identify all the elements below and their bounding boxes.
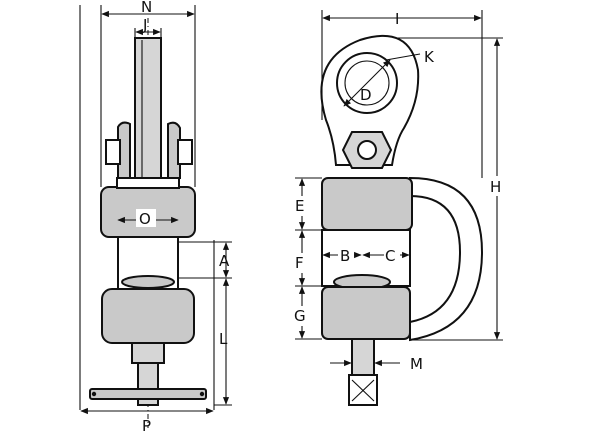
label-o-bg: [136, 209, 156, 227]
label-j: J: [142, 16, 147, 34]
label-i: I: [395, 10, 399, 28]
label-f: F: [295, 254, 304, 272]
label-c-bg: [384, 246, 400, 264]
label-b-bg: [338, 246, 354, 264]
front-lower-block: [101, 288, 195, 344]
side-view: I K D H E B C F G M: [293, 10, 507, 406]
label-k: K: [424, 48, 435, 66]
front-handle-end-left: [91, 391, 97, 397]
label-h-bg: [489, 176, 507, 196]
label-h: H: [490, 178, 501, 196]
label-d: D: [360, 86, 372, 104]
label-g-bg: [293, 306, 310, 326]
front-handle-bar: [89, 388, 207, 400]
leader-k: [385, 53, 421, 61]
front-handle-end-right: [199, 391, 205, 397]
label-m: M: [410, 355, 423, 373]
label-p: P: [142, 417, 151, 435]
front-upper-cap: [116, 177, 180, 189]
label-c: C: [385, 247, 395, 265]
front-view: N J O A L P: [79, 0, 232, 435]
label-l: L: [219, 330, 228, 348]
label-g: G: [294, 307, 306, 325]
label-b: B: [340, 247, 350, 265]
side-nut-hole: [357, 140, 377, 160]
side-screw: [351, 338, 375, 376]
side-upper-block: [321, 177, 413, 231]
label-e: E: [295, 197, 304, 215]
side-c-frame: [409, 176, 484, 342]
label-o: O: [139, 210, 151, 228]
side-lower-block: [321, 286, 411, 340]
label-n: N: [141, 0, 152, 16]
dim-d: [343, 59, 391, 107]
side-square-x2: [351, 379, 375, 402]
front-jaw-pad: [121, 275, 175, 289]
label-e-bg: [294, 196, 310, 216]
label-f-bg: [294, 253, 310, 273]
front-bolt-right: [177, 139, 193, 165]
front-bolt-left: [105, 139, 121, 165]
front-rod: [134, 37, 162, 179]
front-screw-collar: [131, 342, 165, 364]
label-a: A: [219, 252, 230, 270]
